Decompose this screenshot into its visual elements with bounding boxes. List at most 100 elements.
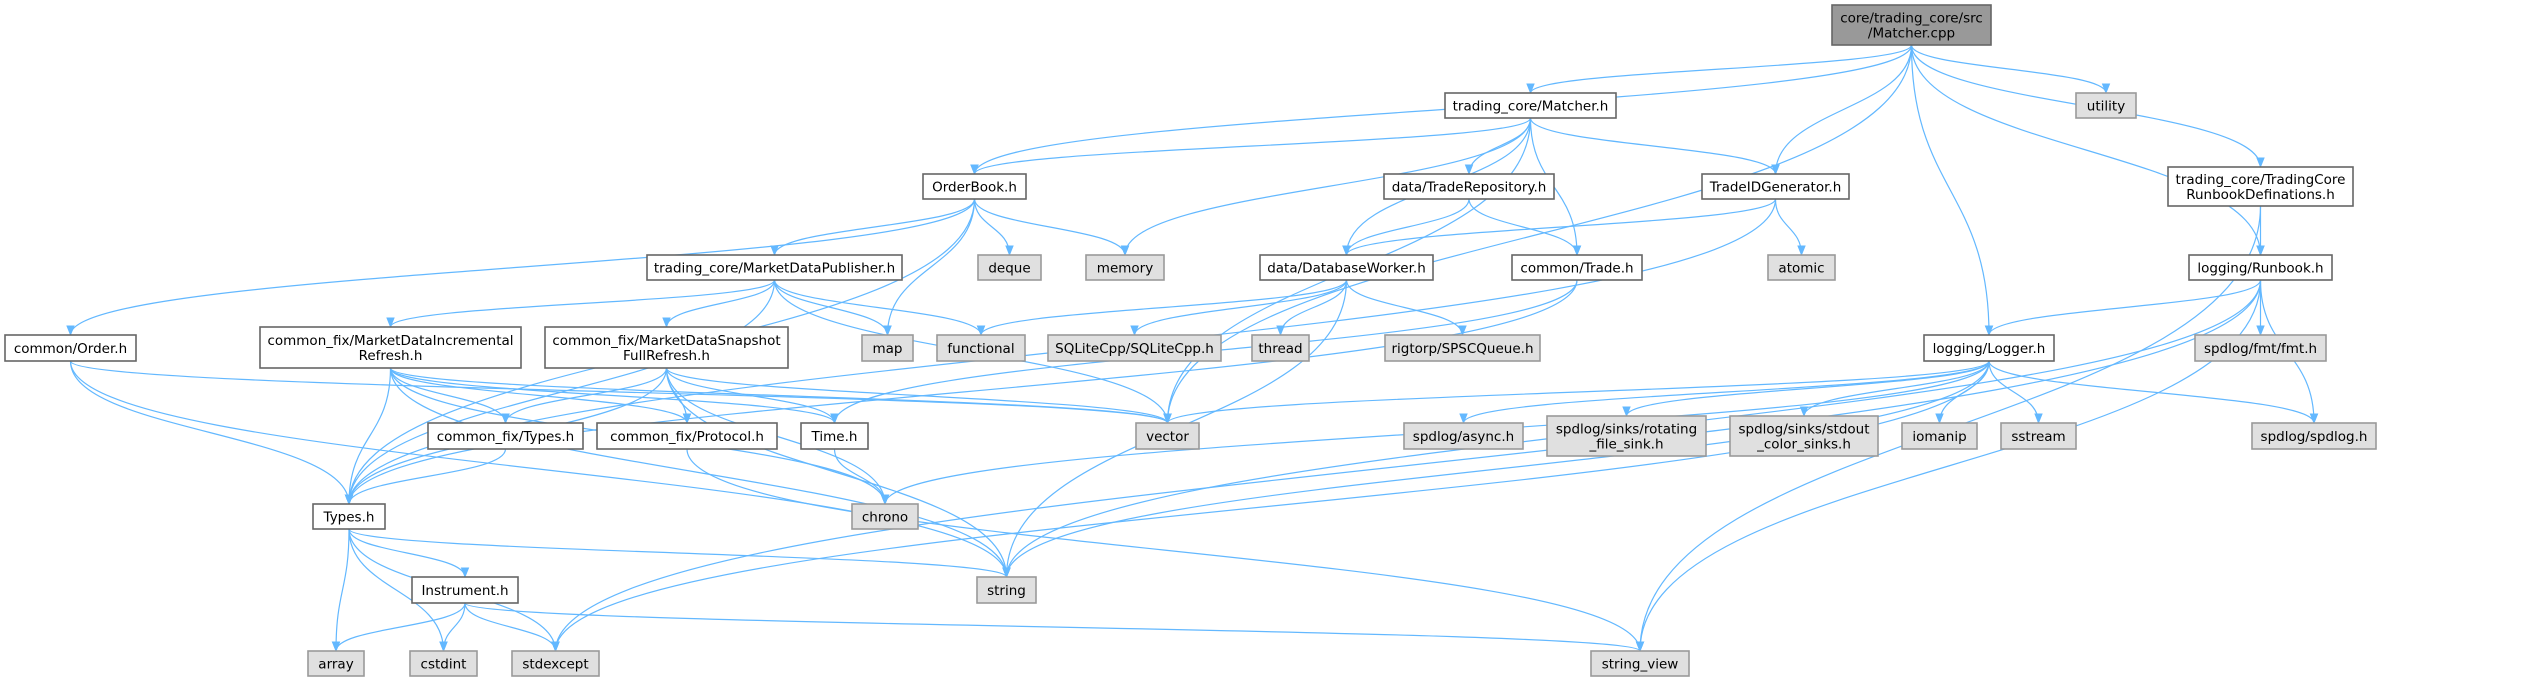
node-label: Instrument.h [421, 583, 508, 599]
include-node-array: array [307, 650, 365, 677]
edge-traderepo-to-dbworker [1342, 198, 1470, 257]
include-node-fmt: spdlog/fmt/fmt.h [2194, 334, 2327, 362]
include-node-types[interactable]: Types.h [312, 503, 386, 530]
node-label: sstream [2011, 429, 2065, 445]
node-label: common_fix/Protocol.h [610, 429, 764, 445]
edge-order-to-string [69, 360, 1011, 579]
include-node-logger[interactable]: logging/Logger.h [1923, 334, 2055, 362]
main-file-node[interactable]: core/trading_core/src/Matcher.cpp [1831, 4, 1992, 46]
node-label: spdlog/sinks/rotating [1556, 422, 1697, 438]
include-node-spscqueue: rigtorp/SPSCQueue.h [1384, 334, 1541, 362]
edge-mdincr-to-time [389, 367, 839, 425]
node-label: stdexcept [522, 657, 588, 673]
include-node-mdsnap[interactable]: common_fix/MarketDataSnapshotFullRefresh… [544, 326, 789, 369]
node-label: data/DatabaseWorker.h [1267, 261, 1426, 277]
edge-matcher_cpp-to-logger [1910, 44, 1994, 337]
edge-mdincr-to-fixtypes [389, 367, 510, 425]
node-label: functional [947, 341, 1014, 357]
include-node-runbook[interactable]: logging/Runbook.h [2188, 254, 2333, 281]
include-node-time[interactable]: Time.h [800, 422, 869, 450]
node-box [312, 503, 386, 530]
node-label: common_fix/MarketDataSnapshot [552, 333, 780, 349]
node-label: data/TradeRepository.h [1392, 180, 1547, 196]
include-node-fixtypes[interactable]: common_fix/Types.h [427, 422, 584, 450]
node-box [2167, 166, 2354, 207]
node-label: common_fix/MarketDataIncremental [267, 333, 513, 349]
edge-dbworker-to-sqlitecpp [1130, 279, 1348, 337]
node-box [259, 326, 522, 369]
edge-protocol-to-string_view [686, 448, 1645, 653]
include-node-mdpublisher[interactable]: trading_core/MarketDataPublisher.h [646, 254, 903, 281]
include-node-instrument[interactable]: Instrument.h [411, 576, 519, 604]
node-box [1047, 334, 1222, 362]
edge-matcher_h-to-orderbook [970, 117, 1532, 176]
include-node-traderepo[interactable]: data/TradeRepository.h [1383, 173, 1555, 200]
edge-mdsnap-to-vector [665, 367, 1172, 425]
node-label: RunbookDefinations.h [2186, 187, 2335, 203]
node-box [307, 650, 365, 677]
edge-mdsnap-to-fixtypes [501, 367, 668, 425]
node-label: common/Order.h [14, 341, 127, 357]
include-node-protocol[interactable]: common_fix/Protocol.h [596, 422, 778, 450]
node-label: iomanip [1912, 429, 1966, 445]
edge-logger-to-stdoutsinks [1799, 360, 1990, 418]
edge-logger-to-async [1459, 360, 1990, 425]
include-node-matcher-h[interactable]: trading_core/Matcher.h [1444, 92, 1617, 119]
edge-matcher_h-to-memory [1120, 117, 1532, 257]
node-label: spdlog/fmt/fmt.h [2204, 341, 2317, 357]
edge-types-to-string [348, 528, 1011, 579]
include-node-tradeidgen[interactable]: TradeIDGenerator.h [1701, 173, 1850, 200]
node-box [851, 503, 919, 530]
node-label: spdlog/async.h [1413, 429, 1514, 445]
node-label: trading_core/TradingCore [2176, 172, 2346, 188]
edge-fixtypes-to-types [344, 448, 507, 506]
edge-matcher_h-to-traderepo [1464, 117, 1532, 176]
node-label: Refresh.h [359, 348, 423, 364]
include-node-iomanip: iomanip [1901, 422, 1978, 450]
edge-orderbook-to-map [883, 198, 976, 337]
edge-instrument-to-cstdint [439, 602, 466, 653]
edge-runbook-to-stdexcept [551, 279, 2262, 653]
include-node-mdincr[interactable]: common_fix/MarketDataIncrementalRefresh.… [259, 326, 522, 369]
edge-traderepo-to-trade [1468, 198, 1582, 257]
node-box [427, 422, 584, 450]
include-node-deque: deque [977, 254, 1042, 281]
node-box [1384, 334, 1541, 362]
node-label: OrderBook.h [932, 180, 1017, 196]
edge-mdsnap-to-time [665, 367, 839, 425]
node-label: atomic [1778, 261, 1824, 277]
node-box [800, 422, 869, 450]
include-node-rotating: spdlog/sinks/rotating_file_sink.h [1546, 415, 1707, 457]
node-box [977, 254, 1042, 281]
edge-instrument-to-string_view [464, 602, 1644, 653]
include-node-order[interactable]: common/Order.h [4, 334, 137, 362]
node-box [1085, 254, 1165, 281]
edge-matcher_cpp-to-utility [1910, 44, 2111, 95]
node-box [1444, 92, 1617, 119]
node-label: trading_core/Matcher.h [1453, 99, 1609, 115]
node-box [1831, 4, 1992, 46]
edge-logger-to-string [1002, 360, 1990, 579]
node-box [1546, 415, 1707, 457]
include-node-runbookdefs[interactable]: trading_core/TradingCoreRunbookDefinatio… [2167, 166, 2354, 207]
node-label: string_view [1602, 657, 1679, 673]
include-node-orderbook[interactable]: OrderBook.h [922, 173, 1027, 200]
edge-trade-to-types [344, 279, 1578, 506]
include-node-dbworker[interactable]: data/DatabaseWorker.h [1259, 254, 1434, 281]
edge-matcher_cpp-to-tradeidgen [1771, 44, 1913, 176]
edge-dbworker-to-functional [976, 279, 1348, 337]
include-node-sstream: sstream [2000, 422, 2077, 450]
node-box [2188, 254, 2333, 281]
edge-mdincr-to-types [344, 367, 392, 506]
edge-mdpublisher-to-mdincr [386, 279, 776, 329]
node-label: array [318, 657, 353, 673]
include-node-stdexcept: stdexcept [511, 650, 600, 677]
node-box [1590, 650, 1690, 677]
node-label: Time.h [811, 429, 858, 445]
node-box [596, 422, 778, 450]
edge-matcher_cpp-to-runbook [1910, 44, 2265, 257]
edge-instrument-to-stdexcept [464, 602, 560, 653]
include-node-string: string [976, 576, 1037, 604]
include-node-trade[interactable]: common/Trade.h [1511, 254, 1643, 281]
